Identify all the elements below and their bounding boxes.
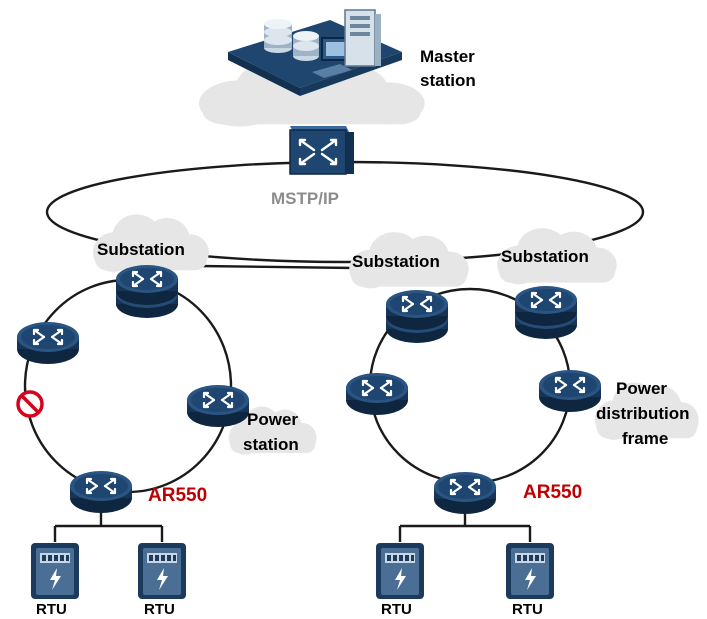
substation-interconnect: [199, 264, 356, 270]
substation-label-right: Substation: [501, 247, 589, 266]
rtu-label-4: RTU: [512, 601, 543, 618]
meter-icon: [506, 543, 554, 599]
stacked-switch-icon: [384, 288, 450, 345]
power-station-label-line1: Power: [247, 410, 298, 429]
core-switch-icon: [289, 126, 354, 175]
router-icon: [537, 368, 603, 414]
server-rack-icon: [228, 9, 402, 96]
router-icon: [344, 371, 410, 417]
power-station-label-line2: station: [243, 435, 299, 454]
router-icon: [15, 320, 81, 366]
power-distribution-label-line3: frame: [622, 429, 668, 448]
master-station-label-line1: Master: [420, 47, 475, 66]
meter-icon: [376, 543, 424, 599]
ar550-label-right: AR550: [523, 482, 582, 503]
meter-icon: [31, 543, 79, 599]
blocked-link-icon: [16, 390, 44, 418]
rtu-label-2: RTU: [144, 601, 175, 618]
stacked-switch-icon: [114, 263, 180, 320]
right-rtu-tree: [398, 505, 532, 542]
master-station-label-line2: station: [420, 71, 476, 90]
power-distribution-label-line1: Power: [616, 379, 667, 398]
ar550-label-left: AR550: [148, 485, 207, 506]
rtu-label-3: RTU: [381, 601, 412, 618]
router-icon: [68, 469, 134, 515]
power-distribution-label-line2: distribution: [596, 404, 689, 423]
rtu-label-1: RTU: [36, 601, 67, 618]
router-icon: [432, 470, 498, 516]
stacked-switch-icon: [513, 284, 579, 341]
substation-label-middle: Substation: [352, 252, 440, 271]
substation-label-left: Substation: [97, 240, 185, 259]
router-icon: [185, 383, 251, 429]
meter-icon: [138, 543, 186, 599]
core-network-label: MSTP/IP: [271, 189, 339, 208]
